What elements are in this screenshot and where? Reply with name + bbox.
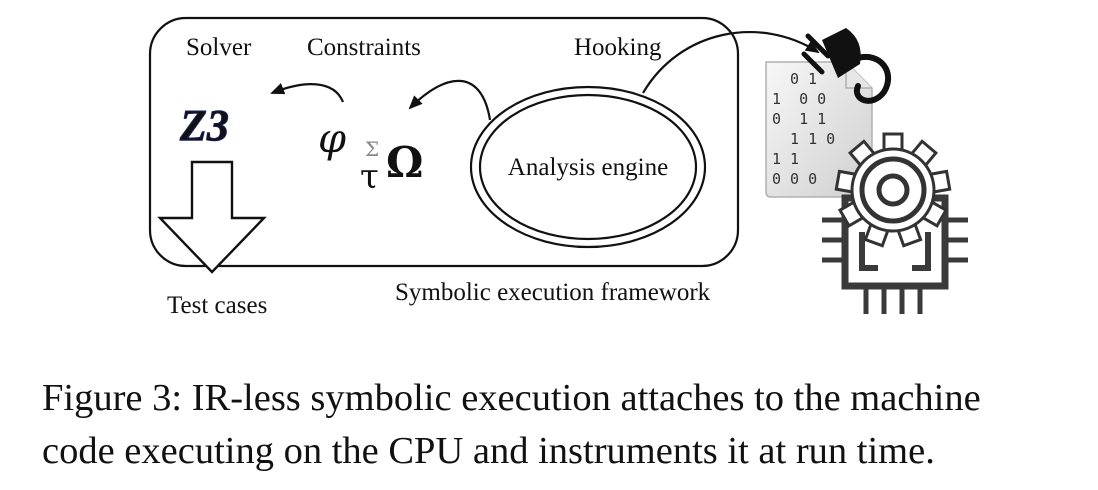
binary-row: 1 0 0 <box>772 90 826 108</box>
binary-row: 1 1 0 <box>772 130 835 148</box>
test-cases-label: Test cases <box>167 292 267 319</box>
gear-icon <box>834 132 952 248</box>
arrow-constraints-to-solver <box>270 83 345 103</box>
figure-caption: Figure 3: IR-less symbolic execution att… <box>42 372 1082 478</box>
framework-label: Symbolic execution framework <box>395 279 711 306</box>
binary-row: 0 1 1 <box>772 110 826 128</box>
caption-line-2: code executing on the CPU and instrument… <box>42 430 935 472</box>
z3-logo: Z3 <box>179 101 230 151</box>
arrow-engine-to-constraints <box>408 79 492 121</box>
tau-symbol: τ <box>360 157 379 197</box>
analysis-engine-label: Analysis engine <box>508 154 668 181</box>
constraints-label: Constraints <box>307 34 421 61</box>
diagram-canvas: Solver Constraints Hooking Test cases Sy… <box>148 16 968 319</box>
sigma-symbol: Σ <box>365 137 379 161</box>
analysis-engine: Analysis engine <box>469 85 707 249</box>
framework-box <box>148 16 740 268</box>
z3-logo-text: Z3 <box>179 101 229 150</box>
binary-row: 0 0 0 <box>772 170 817 188</box>
binary-file-icon: 0 1 1 0 0 0 1 1 1 1 0 1 1 0 0 0 <box>765 61 873 198</box>
arrow-hooking <box>642 31 820 94</box>
caption-line-1: Figure 3: IR-less symbolic execution att… <box>42 377 981 419</box>
plug-icon <box>801 28 892 104</box>
phi-symbol: φ <box>318 116 346 162</box>
hooking-label: Hooking <box>574 34 662 61</box>
binary-row: 1 1 <box>772 150 799 168</box>
down-arrow-icon <box>157 160 267 274</box>
omega-symbol: Ω <box>386 138 423 187</box>
binary-row: 0 1 <box>790 70 817 88</box>
solver-label: Solver <box>186 34 252 61</box>
